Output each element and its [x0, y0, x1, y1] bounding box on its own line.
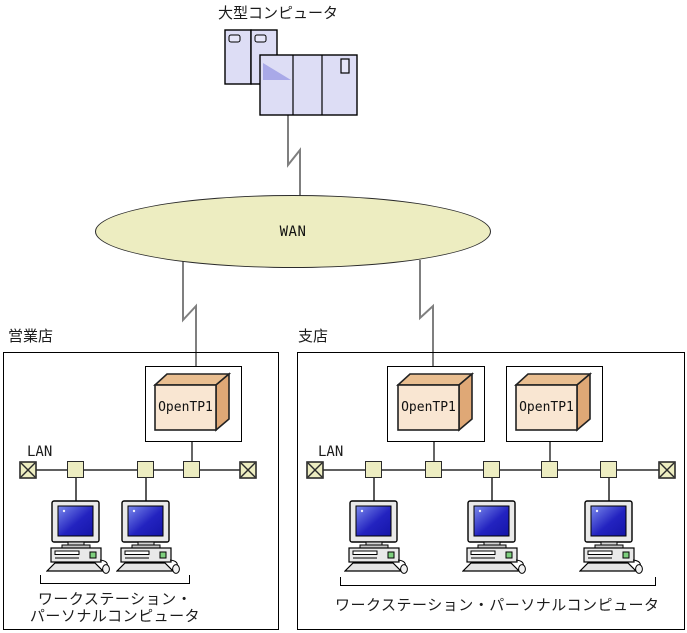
- wan-ellipse: WAN: [95, 195, 491, 268]
- group-box-branch: [297, 352, 685, 630]
- lan-terminator-icon: [306, 461, 324, 479]
- workstation-caption-line2: パーソナルコンピュータ: [29, 608, 201, 625]
- group-label-sales-office: 営業店: [8, 328, 54, 345]
- server-label: OpenTP1: [158, 400, 213, 415]
- wan-sales-office-connector: [182, 261, 197, 366]
- mainframe-label: 大型コンピュータ: [218, 5, 339, 22]
- server-label: OpenTP1: [401, 400, 456, 415]
- workstation-caption: ワークステーション・パーソナルコンピュータ: [335, 597, 660, 614]
- workstation-icon: [579, 500, 643, 574]
- wan-mainframe-connector: [287, 114, 301, 196]
- workstation-group-bracket: [340, 577, 656, 586]
- lan-node-icon: [425, 461, 442, 478]
- workstation-icon: [462, 500, 526, 574]
- lan-label: LAN: [27, 444, 53, 460]
- lan-node-icon: [67, 461, 84, 478]
- group-label-branch: 支店: [298, 328, 329, 345]
- workstation-group-bracket: [40, 575, 190, 584]
- lan-node-icon: [137, 461, 154, 478]
- wan-label: WAN: [279, 223, 307, 240]
- workstation-icon: [344, 500, 408, 574]
- lan-terminator-icon: [658, 461, 676, 479]
- lan-terminator-icon: [239, 461, 257, 479]
- lan-node-icon: [600, 461, 617, 478]
- lan-label: LAN: [318, 444, 344, 460]
- workstation-caption-line1: ワークステーション・: [37, 591, 193, 608]
- server-label: OpenTP1: [519, 400, 574, 415]
- mainframe-icon: [224, 29, 358, 116]
- lan-node-icon: [365, 461, 382, 478]
- group-box-sales-office: [3, 352, 279, 630]
- workstation-icon: [46, 500, 110, 574]
- lan-node-icon: [483, 461, 500, 478]
- lan-node-icon: [183, 461, 200, 478]
- lan-node-icon: [541, 461, 558, 478]
- workstation-icon: [116, 500, 180, 574]
- wan-branch-connector: [419, 260, 434, 366]
- lan-terminator-icon: [19, 461, 37, 479]
